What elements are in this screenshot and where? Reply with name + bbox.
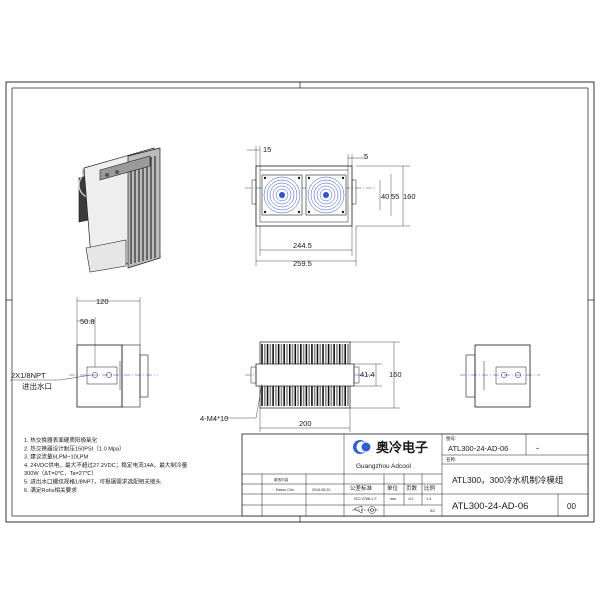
revision-header: 更改内容 (274, 477, 289, 482)
note-line: 1. 热交换器表面硬质阳极氧化 (24, 436, 98, 444)
bottom-view: 200 41.4 160 4-M4*10 (200, 341, 402, 432)
company-name-cn: 奥冷电子 (376, 440, 428, 455)
note-line: 4. 24VDC供电，最大不超过27.2VDC；稳定电流14A，最大制冷量 (24, 461, 188, 469)
cold-plate (255, 363, 355, 387)
drawing-no-bottom: ATL300-24-AD-06 (452, 501, 528, 512)
note-line: 6. 满足Rohs相关要求 (24, 486, 77, 494)
dim-front-inner-width: 244.5 (293, 241, 312, 250)
revision: 00 (567, 502, 576, 511)
drawing-no-label: 图号: (446, 436, 456, 442)
adcool-logo: 奥冷电子 (353, 440, 428, 455)
note-line: 5. 进出水口螺纹规格1/8NPT，可根据需求选配相关接头 (24, 478, 161, 486)
dim-bottom-inner-height: 41.4 (360, 370, 375, 379)
drawing-no: ATL300-24-AD-06 (448, 444, 508, 453)
right-body (474, 344, 531, 408)
unit: mm (390, 497, 396, 501)
dim-side-offset: 50.8 (80, 317, 95, 326)
dim-side-port: 2X1/8NPT (11, 371, 46, 380)
scale: 1:4 (426, 497, 431, 501)
projection-symbol (352, 505, 379, 514)
dim-bottom-height: 160 (389, 370, 402, 379)
note-line: 3. 建议流量6LPM~10LPM (24, 453, 89, 461)
side-view: 120 50.8 2X1/8NPT 进出水口 (10, 297, 158, 408)
company-name-en: Guangzhou Adcool (356, 463, 411, 470)
dim-front-h2: 55 (391, 192, 399, 201)
dim-bottom-width: 200 (299, 419, 312, 428)
right-view (460, 344, 540, 408)
page: 1/1 (408, 497, 413, 501)
heat-sink-fins-top (261, 344, 349, 364)
isometric-view (78, 147, 161, 273)
page-label: 页数 (406, 484, 418, 492)
product-name: ATL300，300冷水机制冷模组 (452, 475, 564, 485)
scale-label: 比例 (424, 484, 436, 492)
sheet-size: A3 (430, 509, 435, 513)
tolerance-label: 公差标准 (350, 484, 373, 492)
dim-front-total-width: 259.5 (293, 259, 312, 268)
dim-front-offset-right: 5 (364, 152, 368, 161)
note-line: 2. 热交换器设计耐压150PSI（1.0 Mpa） (24, 444, 125, 452)
side-port-label: 进出水口 (22, 381, 52, 391)
title-block: 奥冷电子 Guangzhou Adcool 图号: ATL300-24-AD-0… (241, 433, 589, 517)
dim-front-offset-left: 15 (263, 145, 271, 154)
front-view: 15 5 244.5 259.5 40 55 160 (245, 145, 416, 268)
dim-front-h1: 40 (381, 192, 389, 201)
unit-label: 单位 (387, 484, 399, 492)
dim-front-height: 160 (403, 192, 416, 201)
revision-date: 2016-06-22 (312, 488, 330, 492)
standard: ISO 2768-1 F (354, 497, 377, 501)
name-label: 名称: (446, 456, 456, 463)
revision-designer: Eason Chn (276, 488, 294, 492)
heat-sink-fins-bottom (261, 386, 349, 406)
dim-bottom-mount: 4-M4*10 (200, 414, 228, 423)
note-line: 300W（ΔT=0℃，Ta=27℃） (24, 470, 97, 477)
dim-side-width: 120 (96, 297, 109, 306)
material-value: - (536, 443, 539, 453)
